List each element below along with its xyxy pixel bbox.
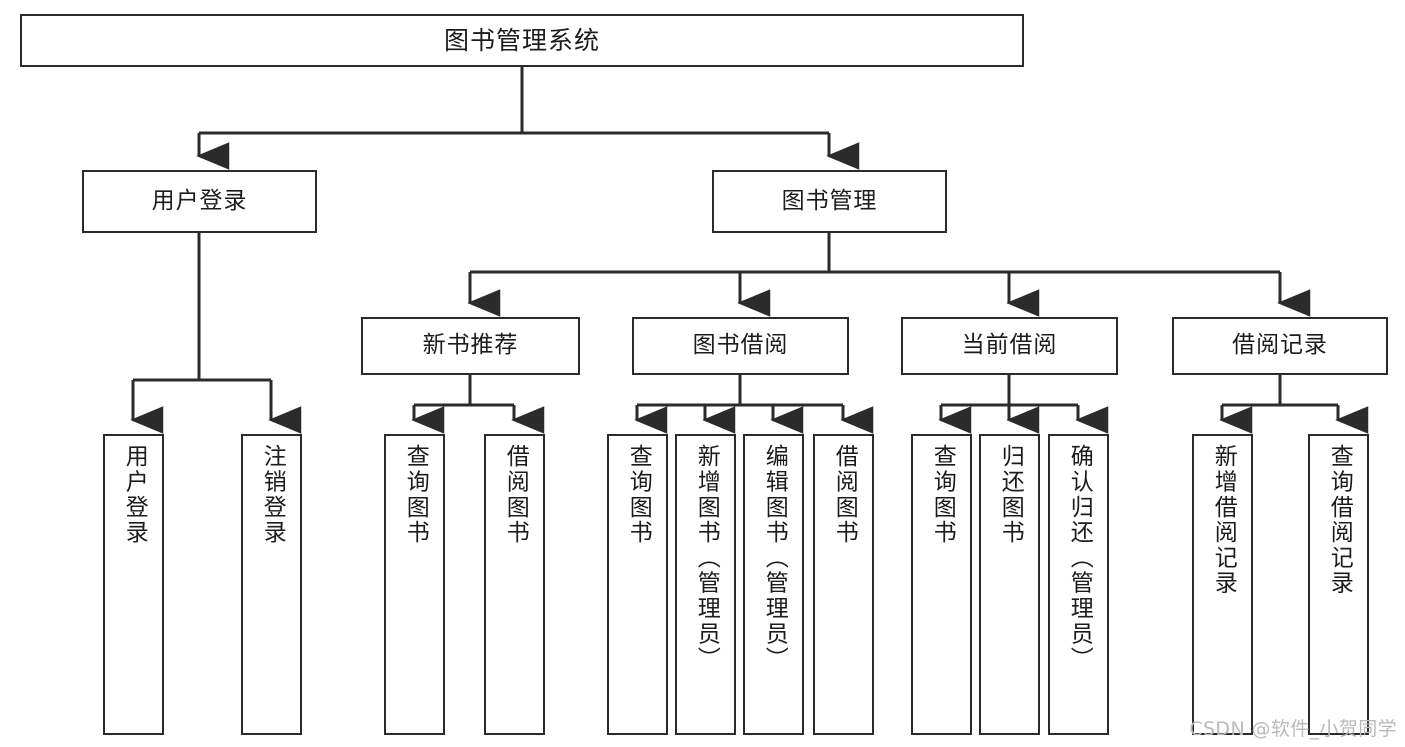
leaf-new-book-borrow-label: 借阅图书 xyxy=(502,444,529,546)
leaf-current-borrow-query-label: 查询图书 xyxy=(929,444,956,546)
leaf-user-login-login[interactable]: 用户登录 xyxy=(103,434,164,735)
leaf-borrow-record-add[interactable]: 新增借阅记录 xyxy=(1192,434,1253,735)
leaf-new-book-query-label: 查询图书 xyxy=(402,444,429,546)
leaf-current-borrow-return[interactable]: 归还图书 xyxy=(979,434,1040,735)
leaf-new-book-borrow[interactable]: 借阅图书 xyxy=(484,434,545,735)
leaf-user-login-login-label: 用户登录 xyxy=(121,444,148,546)
node-current-borrow[interactable]: 当前借阅 xyxy=(901,317,1118,375)
leaf-book-borrow-edit[interactable]: 编辑图书（管理员） xyxy=(743,434,804,735)
leaf-borrow-record-query[interactable]: 查询借阅记录 xyxy=(1308,434,1369,735)
node-borrow-record-label: 借阅记录 xyxy=(1232,332,1328,359)
leaf-new-book-query[interactable]: 查询图书 xyxy=(384,434,445,735)
leaf-borrow-record-query-label: 查询借阅记录 xyxy=(1326,444,1353,596)
node-new-book-recommend[interactable]: 新书推荐 xyxy=(361,317,580,375)
leaf-current-borrow-query[interactable]: 查询图书 xyxy=(911,434,972,735)
node-book-borrow[interactable]: 图书借阅 xyxy=(632,317,849,375)
leaf-book-borrow-borrow-label: 借阅图书 xyxy=(831,444,858,546)
leaf-book-borrow-edit-label: 编辑图书（管理员） xyxy=(761,444,788,672)
node-user-login-label: 用户登录 xyxy=(151,187,248,214)
leaf-user-login-logout-label: 注销登录 xyxy=(259,444,286,546)
node-user-login[interactable]: 用户登录 xyxy=(82,170,317,233)
node-borrow-record[interactable]: 借阅记录 xyxy=(1172,317,1388,375)
leaf-book-borrow-query[interactable]: 查询图书 xyxy=(607,434,668,735)
node-book-management[interactable]: 图书管理 xyxy=(712,170,947,233)
leaf-book-borrow-add-label: 新增图书（管理员） xyxy=(693,444,720,672)
node-current-borrow-label: 当前借阅 xyxy=(961,332,1058,359)
leaf-book-borrow-query-label: 查询图书 xyxy=(625,444,652,546)
leaf-borrow-record-add-label: 新增借阅记录 xyxy=(1210,444,1237,596)
leaf-user-login-logout[interactable]: 注销登录 xyxy=(241,434,302,735)
node-root-system[interactable]: 图书管理系统 xyxy=(20,14,1024,67)
node-new-book-recommend-label: 新书推荐 xyxy=(422,332,519,359)
leaf-book-borrow-borrow[interactable]: 借阅图书 xyxy=(813,434,874,735)
node-book-management-label: 图书管理 xyxy=(781,187,878,214)
leaf-current-borrow-return-label: 归还图书 xyxy=(997,444,1024,546)
node-book-borrow-label: 图书借阅 xyxy=(692,332,789,359)
leaf-current-borrow-confirm-return[interactable]: 确认归还（管理员） xyxy=(1048,434,1109,735)
node-root-system-label: 图书管理系统 xyxy=(443,25,600,55)
leaf-current-borrow-confirm-return-label: 确认归还（管理员） xyxy=(1066,444,1093,672)
leaf-book-borrow-add[interactable]: 新增图书（管理员） xyxy=(675,434,736,735)
